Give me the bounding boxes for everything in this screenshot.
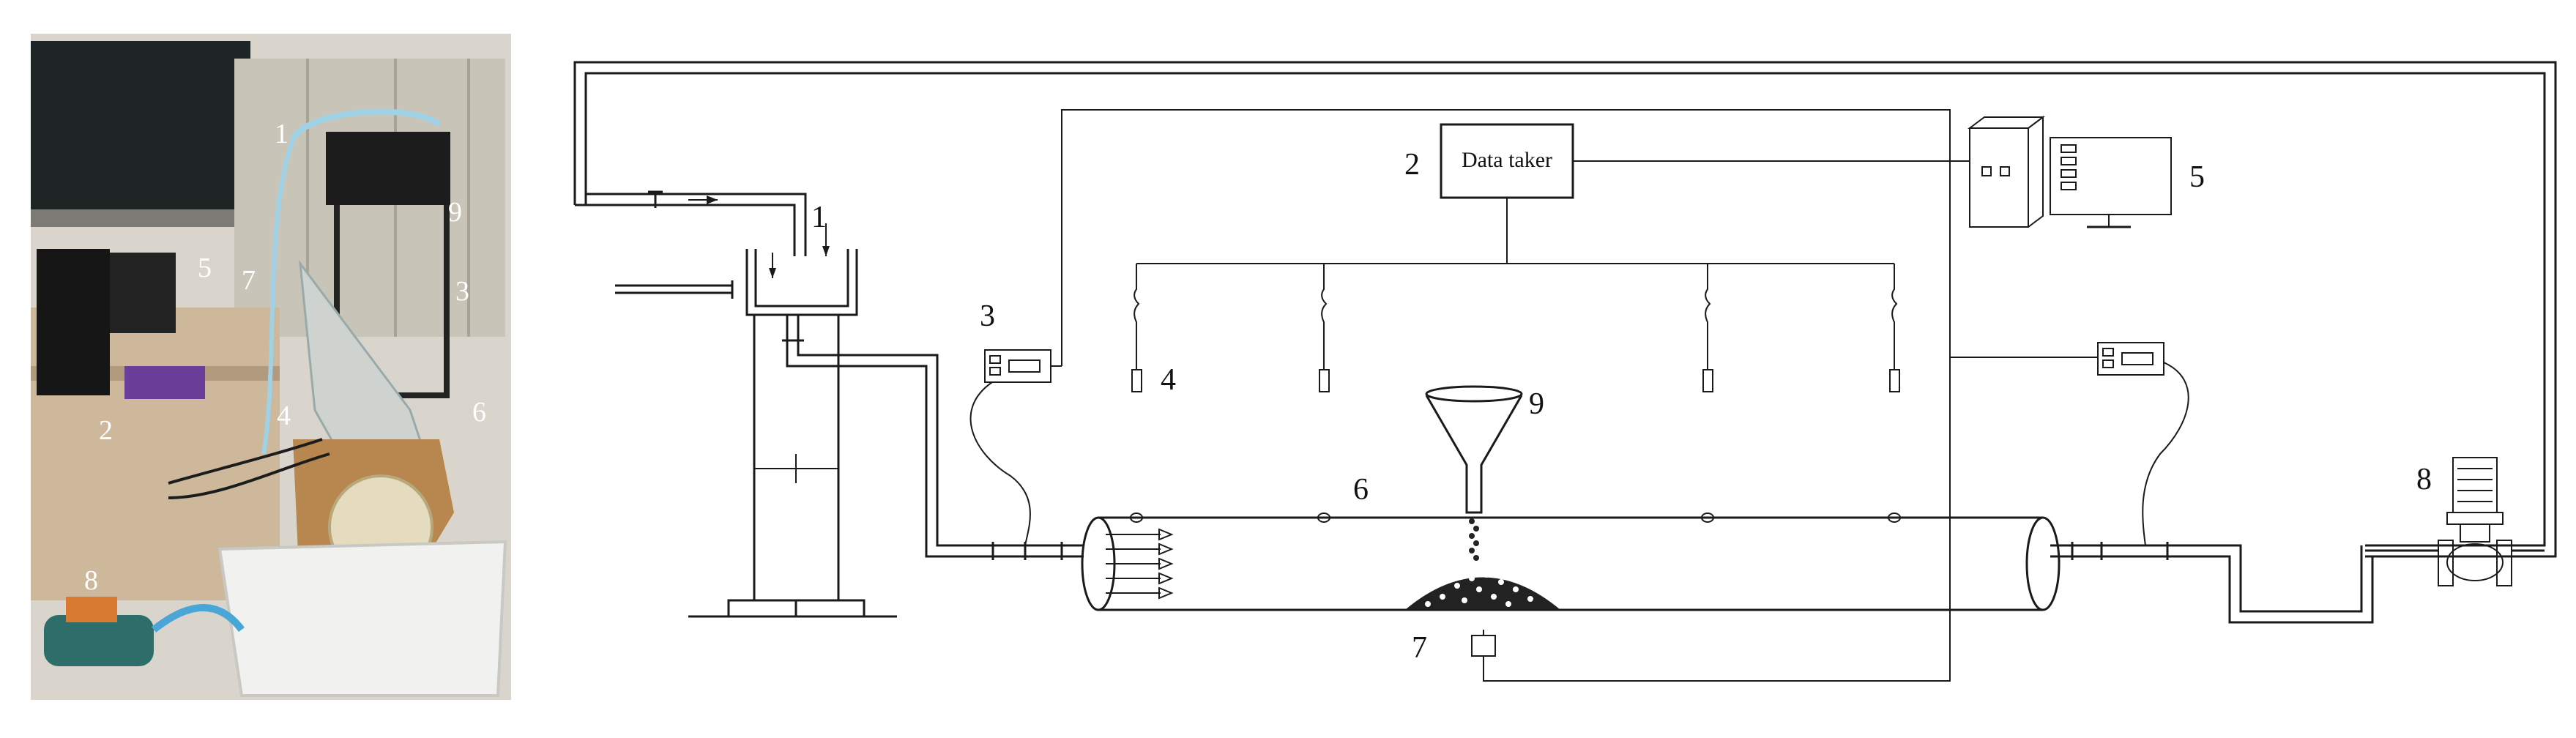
photo-label-6: 6 bbox=[472, 397, 486, 428]
schematic-diagram: Data taker bbox=[573, 61, 2557, 682]
stilling-tank bbox=[615, 223, 1084, 618]
photo-blackboard bbox=[31, 41, 250, 209]
photo-pump bbox=[44, 615, 154, 666]
diagram-label-5: 5 bbox=[2189, 160, 2205, 194]
photo-label-5: 5 bbox=[198, 253, 212, 283]
photo-basin bbox=[217, 540, 507, 697]
photo-label-9: 9 bbox=[448, 197, 462, 228]
sediment-pile bbox=[1406, 577, 1560, 609]
diagram-label-9: 9 bbox=[1529, 387, 1544, 421]
computer bbox=[1968, 116, 2172, 228]
photo-computer bbox=[37, 249, 110, 395]
data-taker-label: Data taker bbox=[1462, 148, 1552, 172]
photo-label-2: 2 bbox=[99, 415, 113, 446]
photo-label-1: 1 bbox=[275, 119, 289, 149]
diagram-label-6: 6 bbox=[1353, 473, 1369, 507]
photo-data-taker bbox=[124, 366, 205, 399]
camera bbox=[1471, 630, 1496, 657]
data-taker-system: Data taker bbox=[969, 109, 2189, 682]
flowmeter-right bbox=[2097, 342, 2189, 546]
pressure-sensors bbox=[1131, 264, 1900, 392]
photo-label-4: 4 bbox=[277, 400, 291, 431]
diagram-label-8: 8 bbox=[2416, 463, 2432, 496]
diagram-label-7: 7 bbox=[1412, 631, 1427, 665]
diagram-label-1: 1 bbox=[811, 201, 827, 234]
photo-label-8: 8 bbox=[84, 565, 98, 596]
photo-tank bbox=[326, 132, 450, 205]
flume-tube bbox=[1081, 512, 2374, 624]
flow-arrows bbox=[1106, 528, 1174, 600]
photo-label-3: 3 bbox=[455, 276, 469, 307]
return-pipe bbox=[573, 61, 2557, 558]
diagram-label-3: 3 bbox=[980, 299, 995, 333]
flowmeter-left bbox=[969, 349, 1062, 546]
photo-label-7: 7 bbox=[242, 265, 256, 296]
lab-photo: 1 2 3 4 5 6 7 8 9 bbox=[31, 34, 511, 700]
diagram-label-4: 4 bbox=[1161, 363, 1176, 397]
pump bbox=[2365, 457, 2545, 586]
diagram-label-2: 2 bbox=[1404, 148, 1420, 182]
funnel bbox=[1425, 385, 1523, 514]
